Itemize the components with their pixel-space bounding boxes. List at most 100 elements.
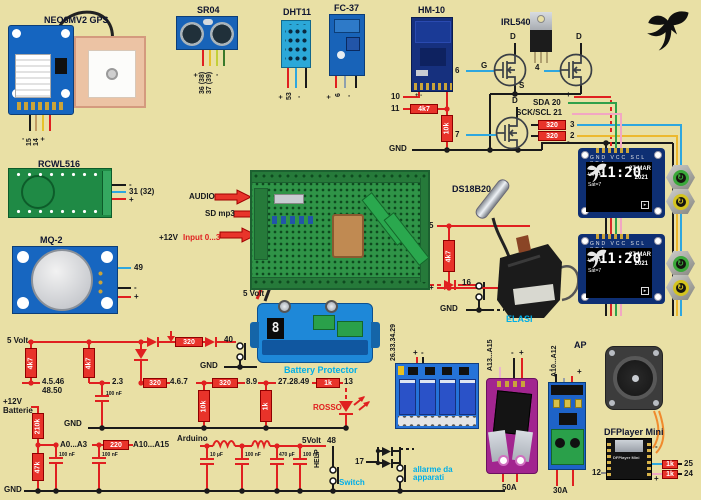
s30-minus: - (549, 365, 552, 374)
bp-screw-right (325, 300, 338, 313)
resistor-320-pin40: 320 (175, 337, 203, 347)
shield-caps-row (272, 216, 316, 224)
fc37-trimpot (346, 37, 360, 51)
oled1-year: 2021 (634, 175, 648, 181)
ps-5volt-b: 5Volt (302, 436, 321, 445)
oled2-time: 11:20 (599, 251, 642, 267)
fet1-gate: G (481, 61, 488, 70)
mq2-pin-2: - (134, 283, 137, 292)
cap-label-5: 100 nF (245, 452, 261, 458)
s50-mosfet (492, 390, 533, 436)
dht11-title: DHT11 (283, 7, 312, 17)
oled1-date: 27 MAR (628, 166, 651, 172)
df-pin25: 25 (684, 459, 693, 468)
s30-hole-1 (555, 438, 565, 448)
ds18-title: DS18B20 (452, 184, 492, 194)
s50-amp: 50A (502, 483, 517, 492)
fet1-source: S (519, 81, 525, 90)
black-dashed (400, 309, 504, 450)
shield-component (274, 194, 304, 204)
resistor-10k-pulldown: 10k (198, 390, 210, 422)
audio-arrow-icon (214, 189, 253, 205)
resistor-1k-df25: 1k (662, 460, 678, 469)
s30-terminal (551, 429, 584, 465)
sr04-title: SR04 (197, 5, 220, 15)
oled1-header (596, 148, 630, 153)
fc37-title: FC-37 (334, 3, 360, 13)
gps-chip (55, 58, 67, 74)
board-5v: 5 Volt (243, 289, 265, 298)
irl540-package (530, 12, 552, 52)
spk-screw-2 (653, 350, 659, 356)
gnd-label-mid: GND (64, 419, 82, 428)
s30-amp: 30A (553, 486, 568, 495)
df-minus: - (655, 442, 658, 451)
mq2-dome (31, 249, 93, 311)
bp-terminal-1 (313, 315, 335, 330)
rcwl-holes-top (13, 172, 101, 177)
relay-minus: - (421, 348, 424, 357)
mosfet-symbol-3 (495, 116, 529, 150)
fc37-pin-1: + (326, 94, 333, 99)
hm10-chip (420, 48, 446, 66)
gps-title: NEO6MV2 GPS (44, 15, 109, 25)
fet1-drain: D (510, 32, 516, 41)
df-plus: + (654, 474, 659, 483)
sr04-pin-3: 37 (39) (206, 71, 213, 94)
cap-label-1: 100 nF (106, 391, 122, 397)
oled1-sat: Sat=7 (588, 182, 602, 188)
s30-pins-label: A10...A12 (551, 345, 558, 377)
ps-pin17: 17 (355, 457, 364, 466)
gps-pin-3: 14 (33, 138, 40, 146)
df-pin24: 24 (684, 469, 693, 478)
resistor-320-467: 320 (143, 378, 167, 388)
red-diode-bars (134, 280, 456, 361)
sr04-module (176, 16, 238, 50)
button-green-2: ↻ (666, 251, 695, 276)
ds18-plus: + (429, 283, 434, 292)
hm10-antenna-area (415, 21, 451, 43)
hm10-title: HM-10 (418, 5, 446, 15)
bp-pin40: 40 (224, 335, 233, 344)
gps-module (8, 25, 74, 115)
pin7-label: 7 (455, 130, 460, 139)
resistor-1k-led: 1k (316, 378, 340, 388)
rcwl-title: RCWL516 (38, 159, 81, 169)
ps-pins2: 2.3 (112, 377, 124, 386)
resistor-4k7-a: 4k7 (25, 348, 37, 378)
ps-alarm-2: apparati (413, 473, 445, 482)
s30-cap-2 (564, 399, 571, 408)
relay-2 (419, 379, 436, 415)
board-12v: +12V (159, 233, 178, 242)
speaker (605, 346, 663, 410)
resistor-47k: 47k (32, 453, 44, 481)
switch-contacts (236, 282, 483, 485)
relay-terminals (398, 416, 476, 426)
gps-pin-4: + (40, 136, 47, 141)
hm10-pins (414, 83, 452, 90)
s50-minus: - (511, 348, 514, 357)
resistor-1k-pulldown: 1k (260, 390, 272, 422)
spk-screw-1 (609, 350, 615, 356)
relay-3 (439, 379, 456, 415)
bus-minus: - (567, 137, 570, 146)
cap-label-6: 470 µF (279, 452, 295, 458)
proto-shield (250, 170, 430, 290)
cap-label-7: 100 nF (303, 452, 319, 458)
fc37-header (334, 19, 360, 33)
shield-right-edge (420, 178, 428, 282)
spk-cap (632, 375, 639, 382)
fc37-pin-3: - (346, 94, 353, 97)
ds18-pin5: 5 (429, 221, 434, 230)
spk-grille (613, 356, 657, 400)
oled2-year: 2021 (634, 261, 648, 267)
board-input: Input 0...3 (183, 233, 221, 242)
board-sd: SD mp3 (205, 209, 235, 218)
resistor-4k7-b: 4k7 (83, 348, 95, 378)
oled2-screen: 11:20 27 MAR 2021 UTC+1 Sat=7 ▸ (586, 248, 652, 298)
spk-screw-3 (609, 400, 615, 406)
fc37-module (329, 14, 365, 76)
oled1-time: 11:20 (599, 165, 642, 181)
oled1-bird-icon (586, 163, 607, 183)
dht11-pin-1: + (278, 94, 285, 99)
